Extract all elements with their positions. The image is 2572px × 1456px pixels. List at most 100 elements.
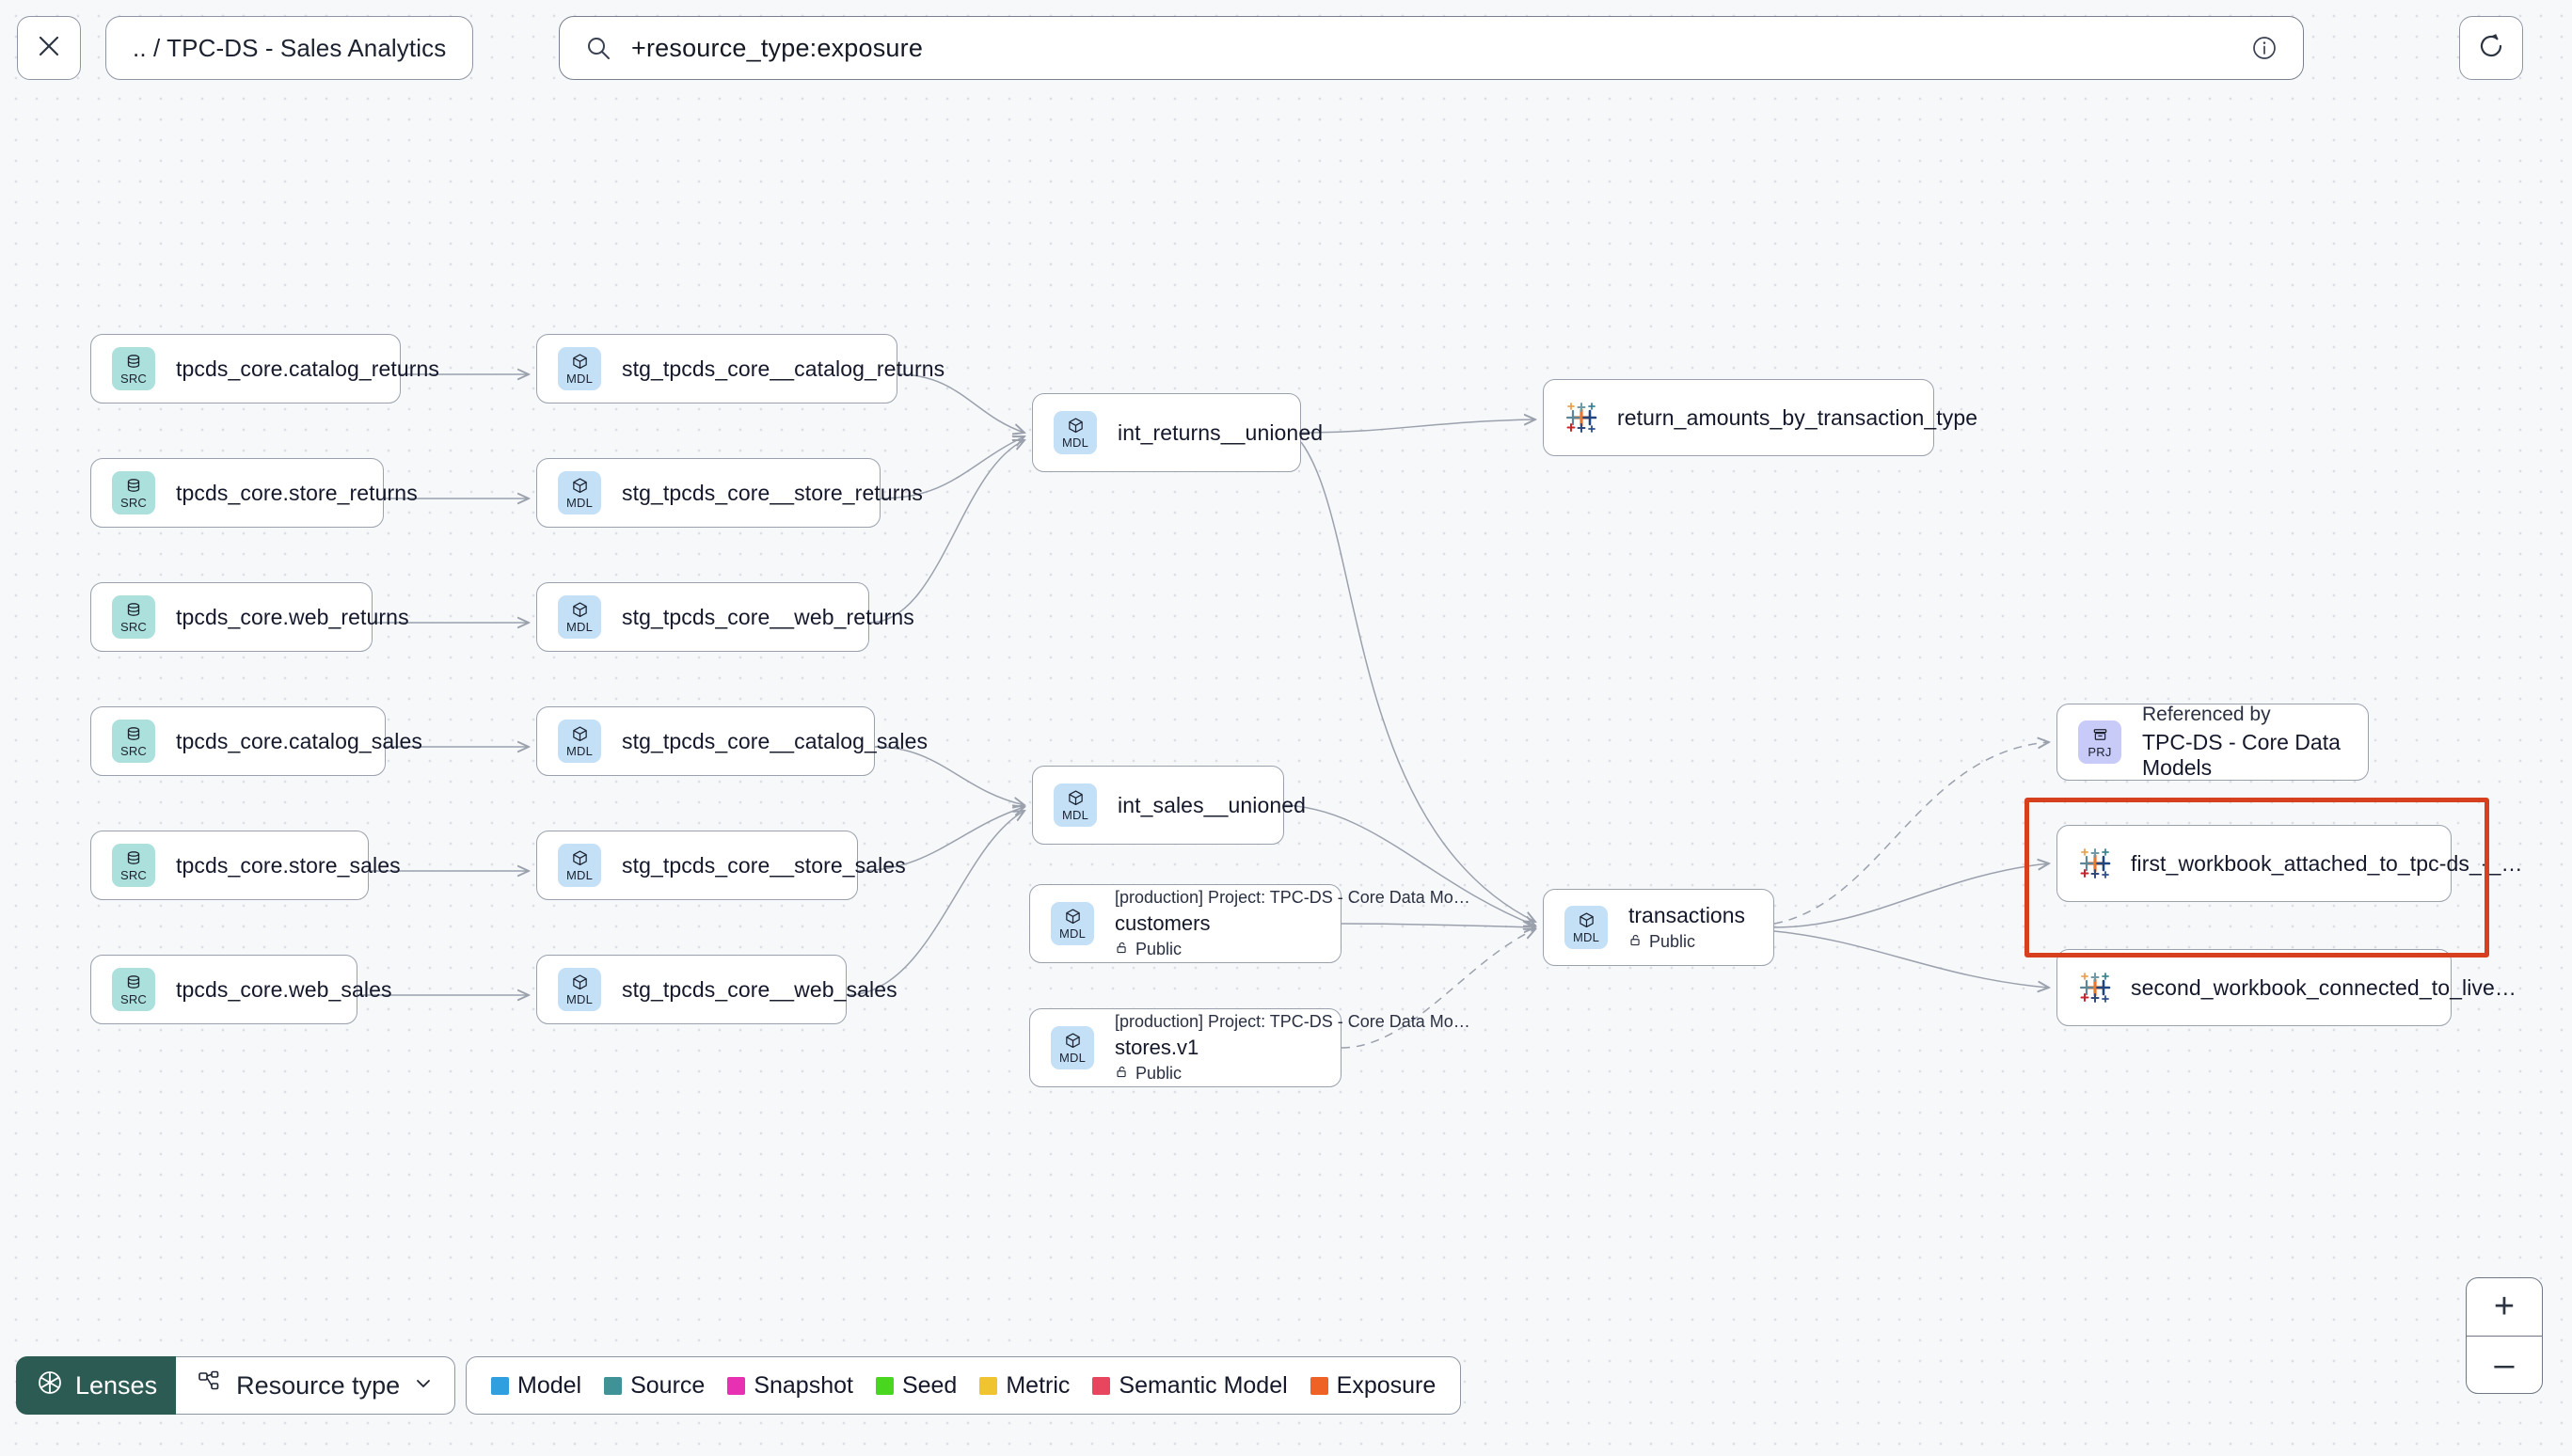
model-badge: MDL (1564, 906, 1608, 949)
node-src-web-returns[interactable]: SRC tpcds_core.web_returns (90, 582, 409, 652)
legend-label: Seed (901, 1371, 958, 1399)
legend-item-metric: Metric (979, 1372, 1070, 1400)
node-stg-store-sales[interactable]: MDL stg_tpcds_core__store_sales (536, 831, 906, 900)
node-label: transactions (1628, 903, 1746, 927)
node-label: stg_tpcds_core__catalog_sales (622, 728, 929, 753)
legend-label: Exposure (1336, 1371, 1437, 1399)
search-input[interactable] (631, 33, 2237, 63)
badge-label: MDL (1058, 926, 1087, 941)
node-label: stg_tpcds_core__web_returns (622, 604, 914, 629)
legend-item-snapshot: Snapshot (727, 1372, 853, 1400)
node-label: stg_tpcds_core__store_returns (622, 480, 923, 505)
database-icon (125, 354, 142, 371)
node-stg-catalog-sales[interactable]: MDL stg_tpcds_core__catalog_sales (536, 706, 928, 776)
zoom-out-button[interactable]: – (2494, 1344, 2515, 1385)
node-visibility: Public (1628, 932, 1745, 952)
close-button[interactable] (17, 16, 81, 80)
node-exposure-return-amounts[interactable]: return_amounts_by_transaction_type (1543, 379, 1977, 456)
search-bar[interactable] (559, 16, 2304, 80)
badge-label: SRC (119, 495, 148, 510)
legend-swatch (979, 1376, 998, 1395)
chevron-down-icon (413, 1371, 434, 1401)
badge-label: MDL (565, 620, 594, 634)
project-badge: PRJ (2078, 720, 2121, 764)
node-stg-store-returns[interactable]: MDL stg_tpcds_core__store_returns (536, 458, 923, 528)
info-circle-icon[interactable] (2250, 34, 2278, 62)
legend-item-exposure: Exposure (1310, 1371, 1437, 1400)
node-label: return_amounts_by_transaction_type (1617, 404, 1978, 430)
legend-label: Metric (1006, 1371, 1071, 1399)
lenses-label: Lenses (75, 1370, 158, 1400)
node-label: stg_tpcds_core__catalog_returns (622, 356, 945, 381)
node-int-returns-unioned[interactable]: MDL int_returns__unioned (1032, 393, 1323, 472)
legend-label: Source (630, 1371, 706, 1399)
visibility-label: Public (1135, 940, 1183, 958)
cube-icon (571, 477, 589, 495)
model-badge: MDL (558, 844, 601, 887)
node-label: first_workbook_attached_to_tpc-ds_-_… (2131, 850, 2523, 876)
legend-label: Model (517, 1371, 582, 1399)
model-badge: MDL (1054, 783, 1097, 827)
node-label: stg_tpcds_core__store_sales (622, 852, 906, 878)
database-icon (125, 726, 142, 743)
source-badge: SRC (112, 844, 155, 887)
node-label: second_workbook_connected_to_live… (2131, 974, 2516, 1000)
nodes-icon (197, 1369, 223, 1402)
refresh-icon (2476, 31, 2506, 66)
badge-label: SRC (119, 991, 148, 1006)
node-src-catalog-sales[interactable]: SRC tpcds_core.catalog_sales (90, 706, 422, 776)
node-label: TPC-DS - Core Data Models (2142, 730, 2341, 780)
legend-item-source: Source (604, 1372, 705, 1400)
node-stg-web-sales[interactable]: MDL stg_tpcds_core__web_sales (536, 955, 897, 1024)
node-label: tpcds_core.web_sales (176, 976, 392, 1002)
badge-label: SRC (119, 867, 148, 882)
model-badge: MDL (558, 595, 601, 639)
cube-icon (571, 849, 589, 867)
source-badge: SRC (112, 968, 155, 1011)
resource-type-dropdown[interactable]: Resource type (176, 1356, 456, 1415)
refresh-button[interactable] (2459, 16, 2523, 80)
close-icon (35, 32, 63, 65)
node-src-web-sales[interactable]: SRC tpcds_core.web_sales (90, 955, 391, 1024)
breadcrumb[interactable]: .. / TPC-DS - Sales Analytics (105, 16, 474, 80)
node-src-store-returns[interactable]: SRC tpcds_core.store_returns (90, 458, 418, 528)
archive-box-icon (2091, 726, 2109, 744)
referenced-by-label: Referenced by (2142, 704, 2271, 725)
node-stg-web-returns[interactable]: MDL stg_tpcds_core__web_returns (536, 582, 914, 652)
node-int-sales-unioned[interactable]: MDL int_sales__unioned (1032, 766, 1306, 845)
node-label: customers (1115, 911, 1211, 935)
node-label: stg_tpcds_core__web_sales (622, 976, 897, 1002)
badge-label: SRC (119, 619, 148, 634)
node-mdl-stores-v1[interactable]: MDL [production] Project: TPC-DS - Core … (1029, 1008, 1470, 1087)
node-exposure-first-workbook[interactable]: first_workbook_attached_to_tpc-ds_-_… (2056, 825, 2523, 902)
source-badge: SRC (112, 471, 155, 514)
node-exposure-second-workbook[interactable]: second_workbook_connected_to_live… (2056, 949, 2516, 1026)
lenses-button[interactable]: Lenses (16, 1356, 177, 1415)
node-src-catalog-returns[interactable]: SRC tpcds_core.catalog_returns (90, 334, 439, 404)
node-label: tpcds_core.catalog_returns (176, 356, 440, 381)
cube-icon (1067, 417, 1085, 435)
node-mdl-customers[interactable]: MDL [production] Project: TPC-DS - Core … (1029, 884, 1470, 963)
source-badge: SRC (112, 720, 155, 763)
legend-swatch (1310, 1376, 1328, 1395)
cube-icon (1578, 911, 1596, 929)
cube-icon (571, 973, 589, 991)
cube-icon (1064, 908, 1082, 926)
node-label: int_returns__unioned (1118, 419, 1324, 445)
lens-toolbar: Lenses Resource type (16, 1356, 456, 1415)
badge-label: MDL (1572, 930, 1600, 944)
legend-item-semantic-model: Semantic Model (1092, 1372, 1288, 1400)
node-referenced-by-project[interactable]: PRJ Referenced by TPC-DS - Core Data Mod… (2056, 704, 2369, 781)
cube-icon (571, 601, 589, 619)
node-stg-catalog-returns[interactable]: MDL stg_tpcds_core__catalog_returns (536, 334, 945, 404)
node-transactions[interactable]: MDL transactions Public (1543, 889, 1774, 966)
node-src-store-sales[interactable]: SRC tpcds_core.store_sales (90, 831, 401, 900)
unlock-icon (1628, 932, 1643, 952)
badge-label: MDL (565, 496, 594, 510)
badge-label: MDL (565, 372, 594, 386)
breadcrumb-label: .. / TPC-DS - Sales Analytics (133, 33, 447, 62)
node-label: tpcds_core.store_sales (176, 852, 401, 878)
zoom-in-button[interactable]: + (2467, 1278, 2542, 1337)
badge-label: MDL (565, 744, 594, 758)
